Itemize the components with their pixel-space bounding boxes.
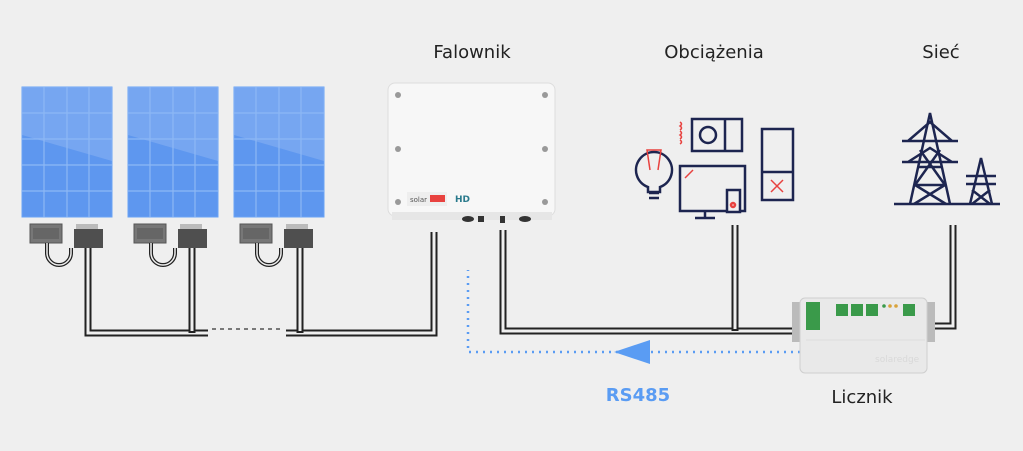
grid-label: Sieć	[922, 42, 960, 63]
energy-meter: solaredge	[792, 297, 935, 374]
dc-wiring	[84, 232, 438, 337]
solar-panel	[21, 86, 113, 267]
solar-panel	[233, 86, 325, 267]
solar-panel	[127, 86, 219, 267]
power-tower-icon	[894, 112, 1000, 206]
ac-wiring	[499, 225, 957, 335]
inverter-label: Falownik	[433, 42, 511, 63]
meter-label: Licznik	[831, 387, 893, 408]
svg-text:HD: HD	[455, 195, 470, 205]
svg-text:solar: solar	[410, 196, 427, 204]
svg-text:solaredge: solaredge	[875, 355, 920, 365]
rs485-label: RS485	[605, 385, 671, 406]
loads-icon	[634, 117, 795, 220]
arrow-left-icon	[614, 340, 650, 364]
inverter: solar HD	[387, 82, 556, 223]
rs485-link	[466, 270, 800, 364]
loads-label: Obciążenia	[664, 42, 764, 63]
